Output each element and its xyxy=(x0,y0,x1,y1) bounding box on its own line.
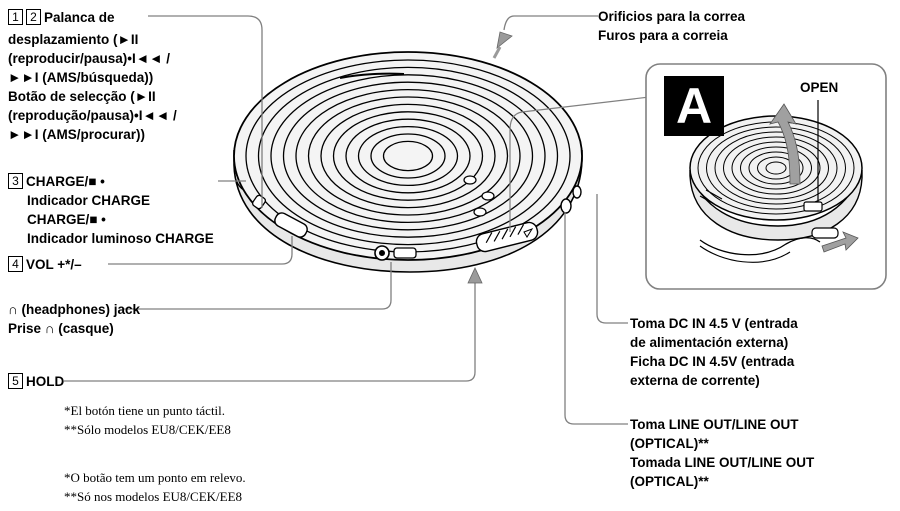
note-pt-1: *O botão tem um ponto em relevo. xyxy=(64,470,246,485)
label-botao-l3: ►►I (AMS/procurar)) xyxy=(8,127,145,142)
label-prise-casque: Prise ∩ (casque) xyxy=(8,321,114,336)
cd-player-illustration xyxy=(233,51,583,273)
label-dcin-l4: externa de corrente) xyxy=(630,373,760,388)
note-pt-2: **Só nos modelos EU8/CEK/EE8 xyxy=(64,489,243,504)
label-charge-l4: Indicador luminoso CHARGE xyxy=(27,231,214,246)
label-dcin-l2: de alimentación externa) xyxy=(630,335,789,350)
label-lineout-l4: (OPTICAL)** xyxy=(630,474,709,489)
inset-disc-ring xyxy=(740,146,812,190)
disc-ring xyxy=(257,66,559,246)
disc-ring xyxy=(370,133,446,179)
callout-number-3: 3 xyxy=(8,173,23,189)
label-palanca-l2: desplazamiento (►II xyxy=(8,32,139,47)
label-palanca-l4: ►►I (AMS/búsqueda)) xyxy=(8,70,154,85)
note-es-1: *El botón tiene un punto táctil. xyxy=(64,403,226,418)
label-botao-l1: Botão de selecção (►II xyxy=(8,89,156,104)
disc-ring xyxy=(320,103,496,209)
label-strap-es: Orificios para la correa xyxy=(598,9,746,24)
disc-ring xyxy=(295,88,521,224)
inset-disc-ring xyxy=(731,141,821,195)
label-palanca-l3: (reproducir/pausa)•I◄◄ / xyxy=(8,51,170,66)
inset-letter-badge: A xyxy=(664,76,724,136)
strap-arrow xyxy=(492,46,502,59)
label-lineout-l2: (OPTICAL)** xyxy=(630,436,709,451)
callout-number-5: 5 xyxy=(8,373,23,389)
inset-disc-ring xyxy=(714,131,838,205)
callout-number-2: 2 xyxy=(26,9,41,25)
disc-ring xyxy=(345,118,471,194)
disc-ring xyxy=(332,111,484,201)
label-headphones-jack: ∩ (headphones) jack xyxy=(8,302,141,317)
callout-number-1: 1 xyxy=(8,9,23,25)
inset-disc-ring xyxy=(706,126,846,210)
label-lineout-l1: Toma LINE OUT/LINE OUT xyxy=(630,417,799,432)
headphones-jack[interactable] xyxy=(374,245,417,261)
label-dcin-l1: Toma DC IN 4.5 V (entrada xyxy=(630,316,798,331)
side-jacks[interactable] xyxy=(560,185,582,214)
hold-switch[interactable] xyxy=(475,221,540,253)
label-strap-pt: Furos para a correia xyxy=(598,28,728,43)
inset-disc-ring xyxy=(748,151,804,185)
slide-arrow xyxy=(821,231,859,253)
label-lineout-l3: Tomada LINE OUT/LINE OUT xyxy=(630,455,815,470)
disc-ring xyxy=(270,74,546,238)
label-charge-l3: CHARGE/■ • xyxy=(27,212,106,227)
note-es-2: **Sólo modelos EU8/CEK/EE8 xyxy=(64,422,231,437)
arrowheads xyxy=(467,31,513,284)
disc-ring xyxy=(282,81,534,231)
disc-ring xyxy=(307,96,509,216)
callout-number-4: 4 xyxy=(8,256,23,272)
open-label: OPEN xyxy=(800,80,839,95)
open-arrow xyxy=(769,103,801,185)
inset-disc-ring xyxy=(765,161,787,175)
logo-mark xyxy=(463,175,495,217)
leader-lines xyxy=(64,15,659,425)
label-charge-l2: Indicador CHARGE xyxy=(27,193,151,208)
disc-ring xyxy=(382,140,434,172)
label-botao-l2: (reprodução/pausa)•I◄◄ / xyxy=(8,108,177,123)
inset-disc-ring xyxy=(723,136,829,200)
disc-ring xyxy=(357,125,459,187)
label-dcin-l3: Ficha DC IN 4.5V (entrada xyxy=(630,354,795,369)
